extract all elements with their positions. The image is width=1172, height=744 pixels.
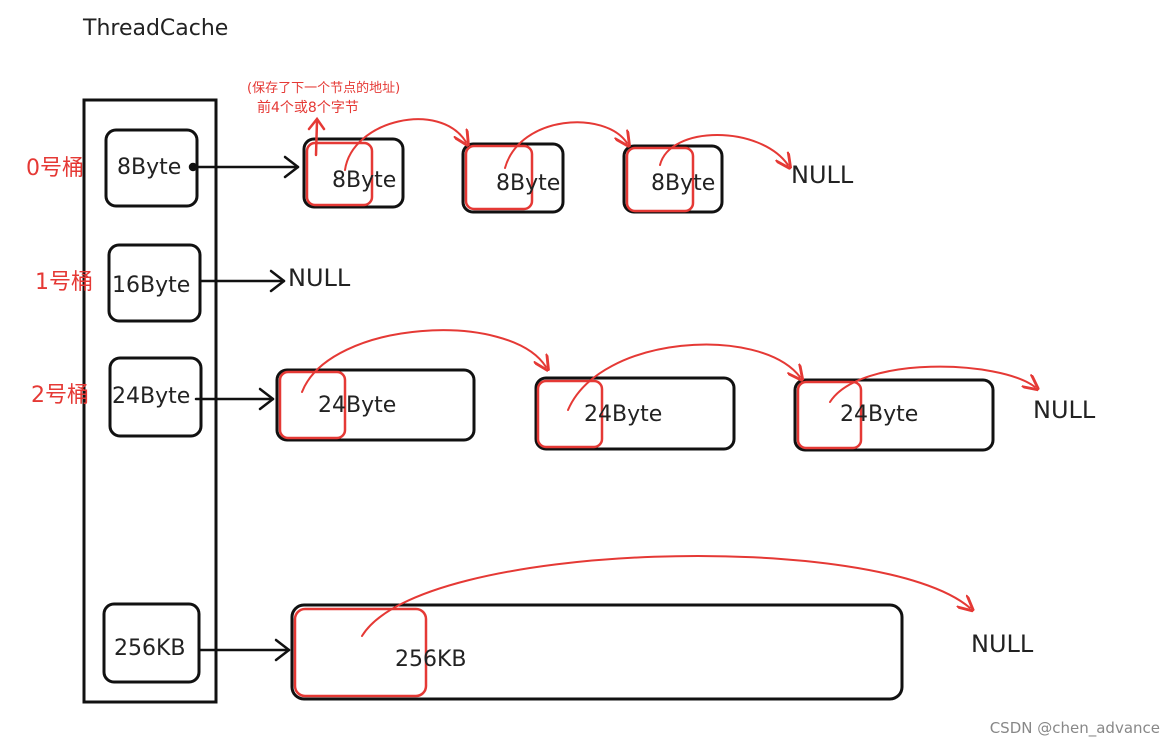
node-8byte-1 bbox=[302, 137, 405, 209]
watermark: CSDN @chen_advance bbox=[989, 719, 1160, 737]
annotation-arrow bbox=[307, 116, 326, 157]
node-label-8byte-2: 8Byte bbox=[496, 171, 561, 196]
node-24byte-1 bbox=[275, 368, 476, 442]
node-8byte-2 bbox=[461, 142, 565, 214]
next-pointer-arrows bbox=[301, 118, 1035, 637]
bucket-size-3: 256KB bbox=[114, 636, 186, 661]
node-label-24byte-3: 24Byte bbox=[840, 402, 919, 427]
arrow-bucket0-to-node bbox=[188, 155, 300, 179]
node-label-24byte-1: 24Byte bbox=[318, 393, 397, 418]
null-bucket1: NULL bbox=[288, 264, 351, 292]
bucket-cell-16byte bbox=[107, 243, 202, 323]
null-bucket2: NULL bbox=[1033, 396, 1096, 424]
pointer-arrows bbox=[188, 155, 300, 662]
node-label-24byte-2: 24Byte bbox=[584, 402, 663, 427]
diagram-title: ThreadCache bbox=[83, 16, 229, 41]
null-bucket0: NULL bbox=[791, 161, 854, 189]
bucket-size-0: 8Byte bbox=[117, 155, 182, 180]
arrow-bucket2-to-node bbox=[194, 387, 275, 411]
next-pointer-highlights bbox=[278, 141, 863, 698]
annotation-line2: 前4个或8个字节 bbox=[257, 100, 359, 116]
arrow-bucket1-to-null bbox=[198, 269, 286, 293]
bucket-cell-24byte bbox=[108, 356, 203, 438]
node-label-8byte-1: 8Byte bbox=[332, 168, 397, 193]
threadcache-container bbox=[82, 98, 218, 704]
node-label-8byte-3: 8Byte bbox=[651, 171, 716, 196]
bucket-label-2: 2号桶 bbox=[31, 383, 89, 408]
annotation-line1: (保存了下一个节点的地址) bbox=[247, 81, 401, 96]
bucket-label-1: 1号桶 bbox=[35, 270, 93, 295]
bucket-label-0: 0号桶 bbox=[26, 156, 84, 181]
bucket-cell-256kb bbox=[102, 602, 201, 684]
node-256kb bbox=[290, 603, 904, 701]
arrow-bucket3-to-node bbox=[197, 638, 291, 662]
node-24byte-2 bbox=[534, 376, 736, 451]
bucket-size-2: 24Byte bbox=[112, 384, 191, 409]
node-24byte-3 bbox=[793, 378, 995, 452]
null-bucket3: NULL bbox=[971, 630, 1034, 658]
bucket-size-1: 16Byte bbox=[112, 273, 191, 298]
node-label-256kb: 256KB bbox=[395, 647, 467, 672]
